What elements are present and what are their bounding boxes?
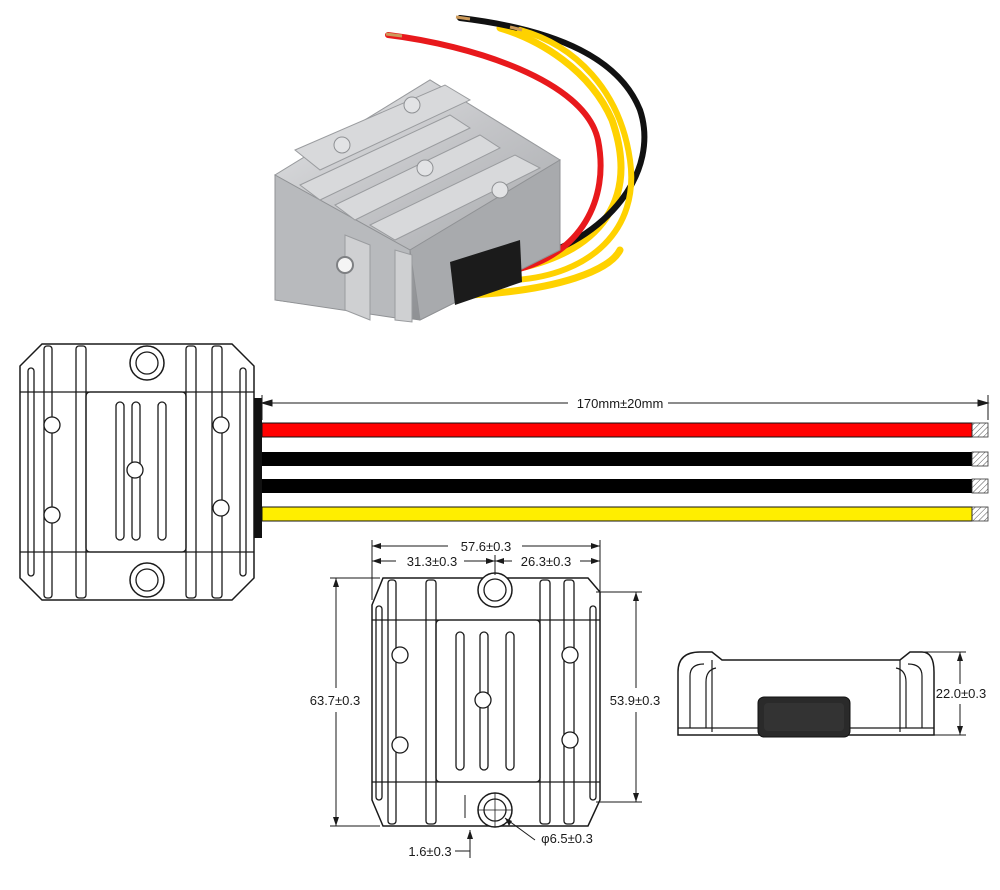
side-height-label: 22.0±0.3 (936, 686, 987, 701)
wire-length-label: 170mm±20mm (577, 396, 664, 411)
top-view-with-wires: 170mm±20mm (19, 343, 990, 601)
total-height-label: 63.7±0.3 (310, 693, 361, 708)
wire-black-1 (262, 452, 972, 466)
top-view-fins (20, 345, 254, 599)
right-segment-label: 26.3±0.3 (521, 554, 572, 569)
wire-black-2 (262, 479, 972, 493)
side-view: 22.0±0.3 (677, 651, 987, 738)
hole-diameter-label: φ6.5±0.3 (541, 831, 593, 846)
product-photo (274, 15, 648, 323)
wire-red (261, 422, 973, 438)
wire-length-dimension (260, 395, 990, 420)
photo-housing (274, 79, 561, 323)
output-wires (261, 422, 989, 522)
base-thickness-label: 1.6±0.3 (408, 844, 451, 859)
wire-yellow (261, 506, 973, 522)
front-view-dimensioned: 57.6±0.3 31.3±0.3 26.3±0.3 63.7±0.3 53.9… (310, 539, 661, 859)
total-width-label: 57.6±0.3 (461, 539, 512, 554)
left-segment-label: 31.3±0.3 (407, 554, 458, 569)
body-height-label: 53.9±0.3 (610, 693, 661, 708)
photo-wires (385, 15, 648, 299)
